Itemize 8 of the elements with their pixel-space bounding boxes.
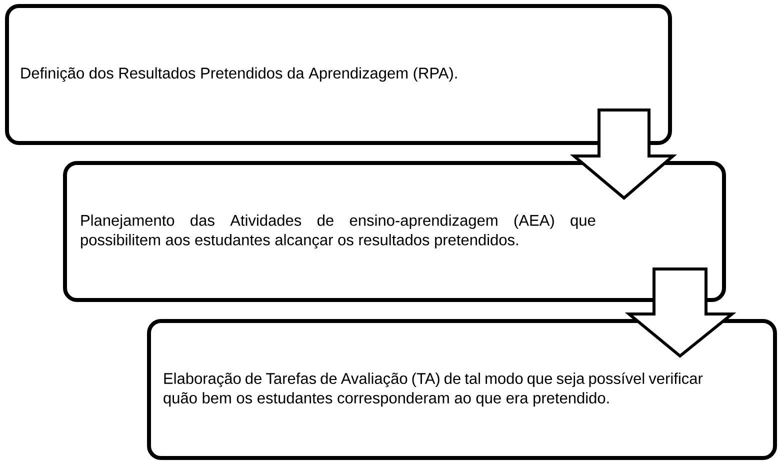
step-box bbox=[63, 161, 726, 302]
step-text: Definição dos Resultados Pretendidos da Aprendizagem (RPA). bbox=[21, 67, 457, 82]
step-box bbox=[5, 4, 672, 145]
block-arrow bbox=[624, 268, 736, 358]
step-box bbox=[147, 319, 777, 460]
step-text: Planejamento das Atividades de ensino-aprendizagem (AEA) que possibilitem aos estudantes alcançar os resultados pretendidos. bbox=[81, 214, 596, 248]
step-text: Elaboração de Tarefas de Avaliação (TA) de tal modo que seja possível verificar quão bem os estudantes corresponderam ao que era pretendido. bbox=[164, 372, 703, 407]
block-arrow bbox=[570, 108, 678, 200]
